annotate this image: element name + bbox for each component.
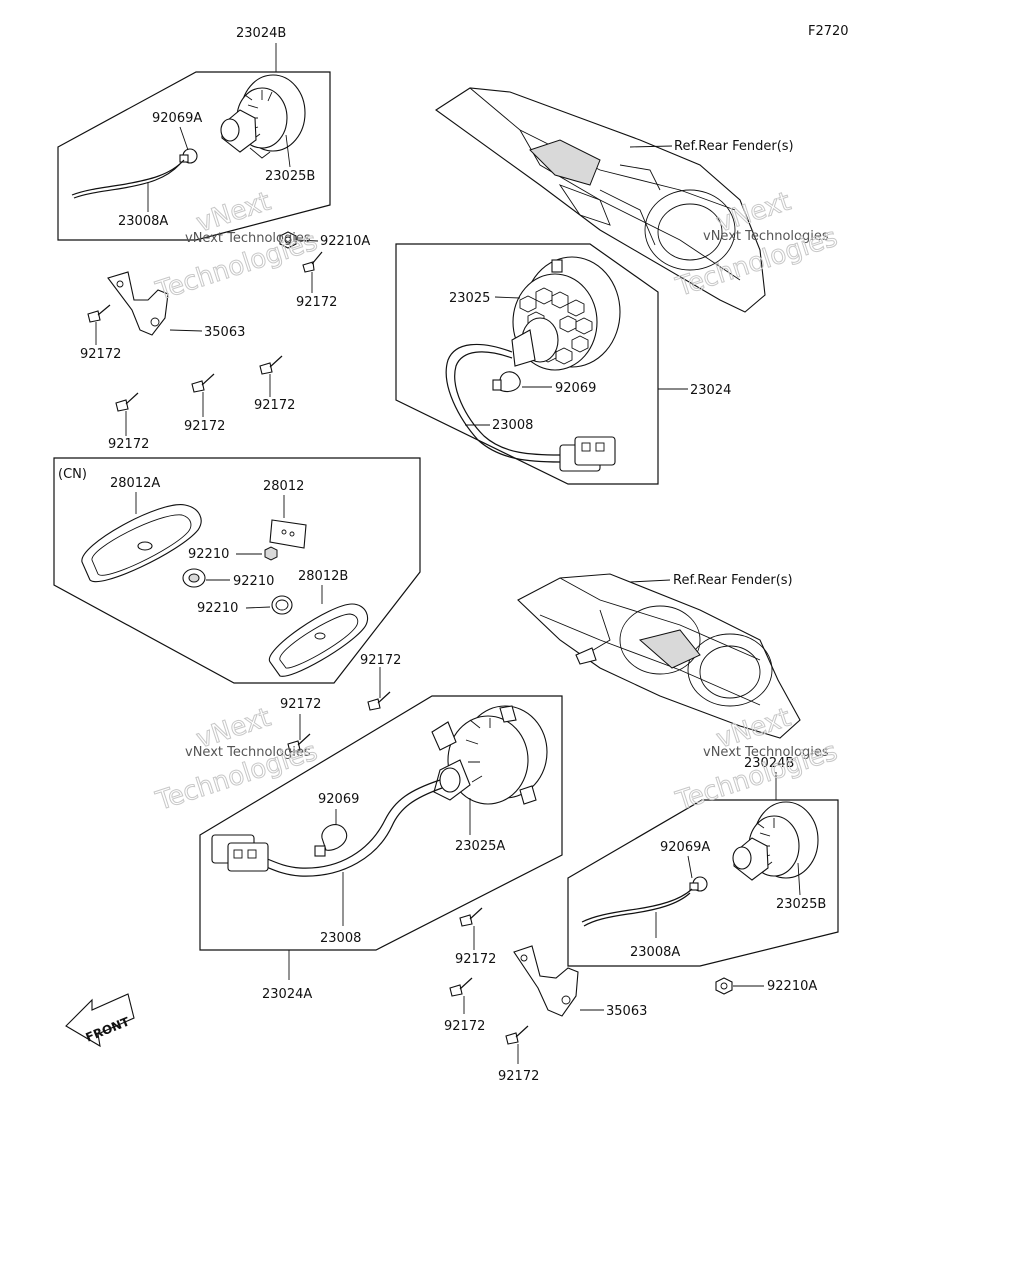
screw-92172-h — [459, 907, 483, 927]
watermark-text-3: vNext Technologies — [185, 745, 311, 760]
wire-23008a-top — [71, 159, 185, 196]
connector-23008-low — [211, 834, 269, 872]
lamp-housing-23025b-right — [732, 801, 819, 881]
label-23024: 23024 — [690, 383, 731, 398]
lamp-23025 — [511, 256, 621, 371]
label-28012b: 28012B — [298, 569, 348, 584]
screw-92172-a — [302, 251, 323, 273]
nut-92210a-right — [715, 977, 733, 995]
box-23024b-right — [567, 799, 839, 967]
label-92172-e: 92172 — [108, 437, 149, 452]
label-92172-i: 92172 — [444, 1019, 485, 1034]
box-23024 — [395, 243, 659, 485]
assembly-23024: 23024 23025 — [395, 243, 731, 485]
nut-92210a-top — [279, 231, 297, 249]
grommet-92210-c — [271, 595, 293, 615]
bulb-92069a-right — [689, 876, 708, 892]
bracket-35063-top — [107, 271, 169, 336]
label-23008a-top: 23008A — [118, 214, 168, 229]
label-28012: 28012 — [263, 479, 304, 494]
front-arrow: FRONT — [65, 993, 135, 1048]
watermark-text-2: vNext Technologies — [703, 229, 829, 244]
label-92210-b: 92210 — [233, 574, 274, 589]
rear-fender-top — [435, 87, 766, 313]
nut-92210-b — [182, 568, 206, 588]
label-92069: 92069 — [555, 381, 596, 396]
cn-label: (CN) — [58, 467, 87, 482]
watermark-text-1: vNext Technologies — [185, 231, 311, 246]
label-92172-a: 92172 — [296, 295, 337, 310]
label-23024b-right: 23024B — [744, 756, 794, 771]
lens-28012a — [81, 504, 202, 583]
label-23008a-right: 23008A — [630, 945, 680, 960]
label-23025b-right: 23025B — [776, 897, 826, 912]
wire-23008 — [445, 343, 561, 463]
box-cn — [53, 457, 421, 684]
label-92210-c: 92210 — [197, 601, 238, 616]
bulb-92069a-top — [179, 148, 198, 164]
screw-92172-b — [87, 304, 111, 323]
label-92069a-top: 92069A — [152, 111, 202, 126]
screw-92172-e — [115, 392, 139, 412]
license-group-cn: (CN) 28012A 28012 92210 92210 92210 — [53, 457, 421, 684]
bulb-92069 — [492, 371, 521, 393]
label-92172-h: 92172 — [455, 952, 496, 967]
figure-code: F2720 — [808, 24, 849, 39]
label-23025: 23025 — [449, 291, 490, 306]
screw-92172-j — [505, 1025, 529, 1045]
label-28012a: 28012A — [110, 476, 160, 491]
nut-92210-a — [264, 546, 278, 561]
watermark-text-4: vNext Technologies — [703, 745, 829, 760]
bulb-92069-low — [314, 824, 348, 857]
lens-28012b — [269, 603, 369, 677]
screw-92172-i — [449, 977, 473, 997]
label-92210-a: 92210 — [188, 547, 229, 562]
lamp-housing-23025b-top — [220, 74, 306, 159]
wire-23008a-right — [581, 888, 693, 923]
label-23025b-top: 23025B — [265, 169, 315, 184]
assembly-23024b-right: 23024B 23025B 92069A 23008A — [567, 756, 839, 967]
screw-92172-g — [287, 733, 311, 753]
label-92210a-right: 92210A — [767, 979, 817, 994]
label-92069a-right: 92069A — [660, 840, 710, 855]
box-23024b-top — [57, 71, 331, 241]
label-92172-j: 92172 — [498, 1069, 539, 1084]
label-92069-low: 92069 — [318, 792, 359, 807]
label-92172-g: 92172 — [280, 697, 321, 712]
bracket-35063-right — [513, 945, 579, 1017]
label-23024a: 23024A — [262, 987, 312, 1002]
wire-23008-low — [264, 779, 441, 869]
label-23008-low: 23008 — [320, 931, 361, 946]
screw-92172-c — [259, 355, 283, 375]
label-92210a-top: 92210A — [320, 234, 370, 249]
label-23024b-top: 23024B — [236, 26, 286, 41]
assembly-23024b-top: 23024B 23025B 92069A 23008A — [57, 26, 331, 241]
label-92172-c: 92172 — [254, 398, 295, 413]
lamp-23025a — [431, 705, 548, 805]
label-23025a: 23025A — [455, 839, 505, 854]
label-92172-d: 92172 — [184, 419, 225, 434]
label-35063-top: 35063 — [204, 325, 245, 340]
assembly-23024a: 23024A 23025A 92069 23008 — [199, 695, 563, 1002]
label-35063-right: 35063 — [606, 1004, 647, 1019]
screw-92172-d — [191, 373, 215, 393]
connector-23008 — [559, 436, 616, 472]
ref-rear-fender-top: Ref.Rear Fender(s) — [674, 139, 794, 154]
label-23008: 23008 — [492, 418, 533, 433]
label-92172-b: 92172 — [80, 347, 121, 362]
screw-92172-f — [367, 691, 391, 711]
ref-rear-fender-bottom: Ref.Rear Fender(s) — [673, 573, 793, 588]
rear-fender-bottom — [517, 573, 801, 739]
box-23024a — [199, 695, 563, 951]
label-92172-f: 92172 — [360, 653, 401, 668]
plate-28012 — [269, 519, 307, 549]
